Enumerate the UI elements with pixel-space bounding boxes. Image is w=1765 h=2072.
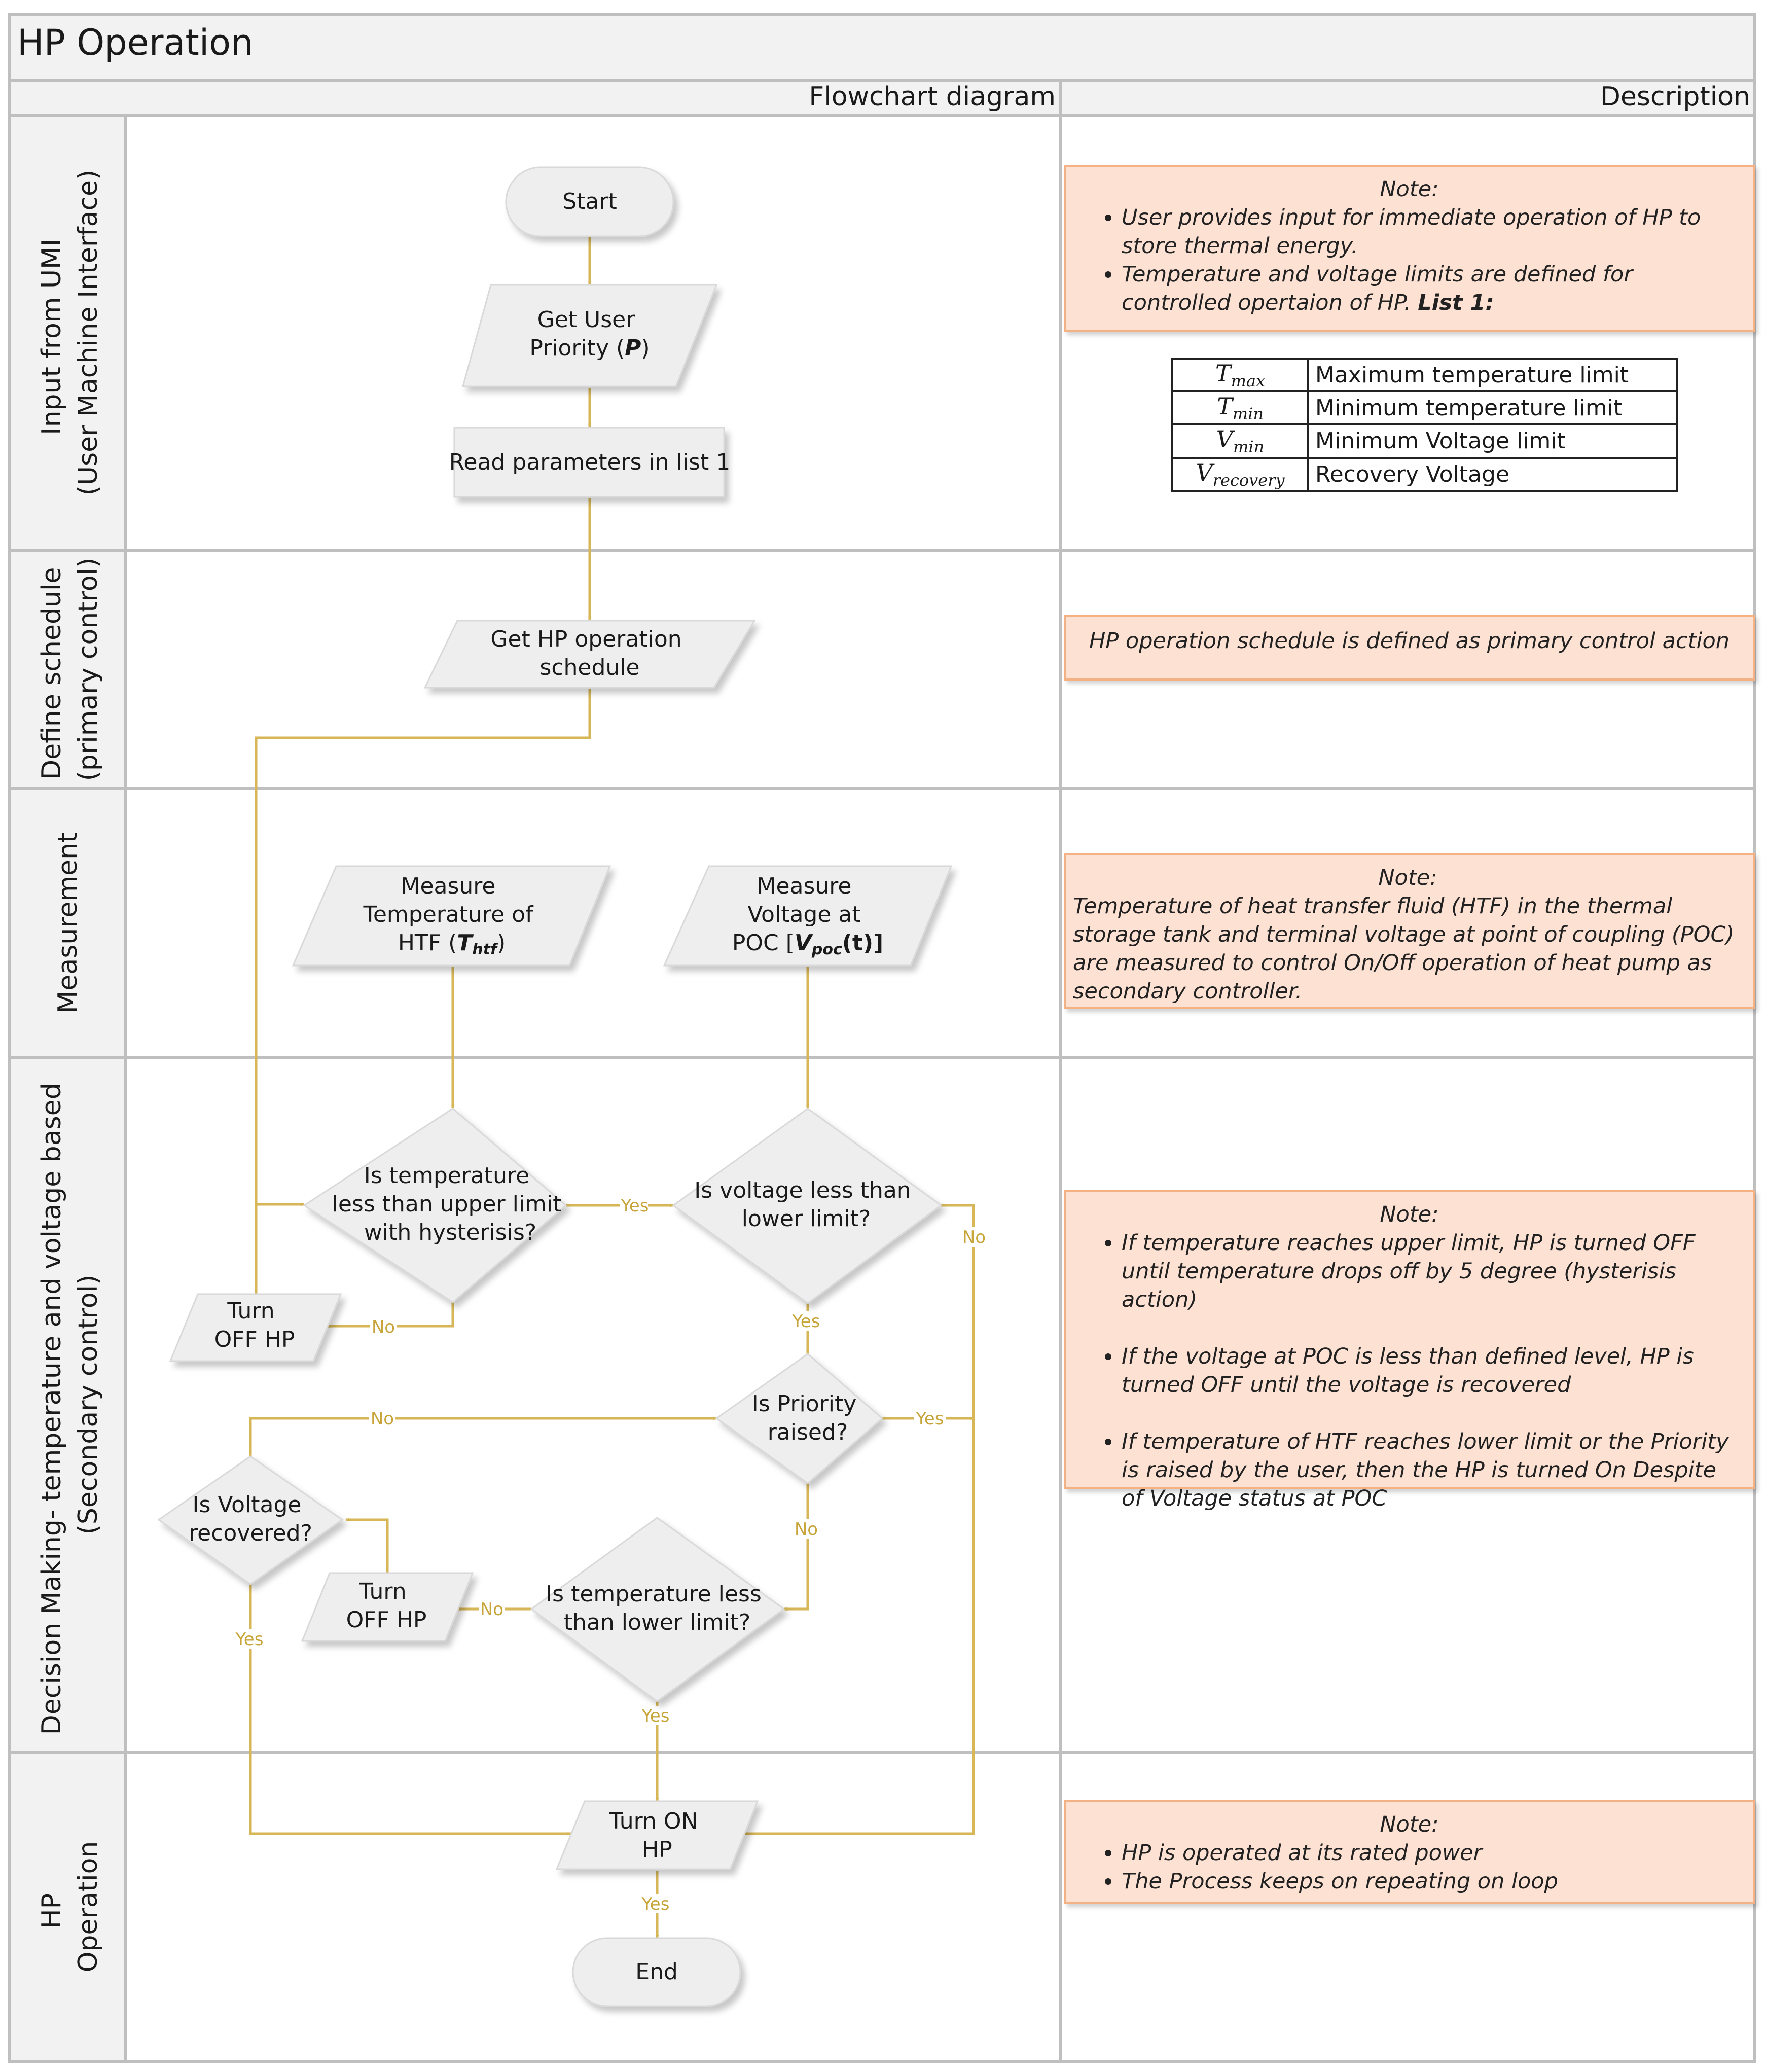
note-schedule: HP operation schedule is defined as prim… <box>1064 615 1755 681</box>
label-no-voltrec: No <box>371 1409 394 1429</box>
measure-temp-parallelogram <box>292 865 611 967</box>
label-yes-templower: Yes <box>641 1706 670 1726</box>
label-yes-voltlower: Yes <box>792 1311 820 1332</box>
lane-dividers <box>9 80 1755 2062</box>
decision-volt-lower-label: Is voltage less than lower limit? <box>694 1177 918 1232</box>
note-decision-heading: Note: <box>1380 1202 1439 1227</box>
list-description: Maximum temperature limit <box>1307 357 1678 393</box>
lane-label-schedule: Define schedule (primary control) <box>37 558 103 781</box>
turn-on-parallelogram <box>555 1800 759 1870</box>
note-input-heading: Note: <box>1380 176 1439 202</box>
edge-tempupper-no <box>327 1302 454 1328</box>
list-symbol: Tmax <box>1171 357 1309 393</box>
edge-voltrec-no <box>249 1416 717 1463</box>
end-label: End <box>635 1959 678 1985</box>
note-operation: Note: HP is operated at its rated power … <box>1064 1800 1755 1904</box>
measure-volt-label: Measure Voltage at POC [Vpoc(t)] <box>732 873 883 958</box>
turn-off-2-parallelogram <box>301 1572 474 1642</box>
decision-temp-lower-label: Is temperature less than lower limit? <box>546 1581 769 1635</box>
note-operation-bullet-1: HP is operated at its rated power <box>1122 1839 1743 1867</box>
read-params-label: Read parameters in list 1 <box>449 449 730 475</box>
lane-label-input: Input from UMI (User Machine Interface) <box>37 170 103 496</box>
decision-priority-label: Is Priority raised? <box>752 1391 864 1445</box>
note-input-bullet-2: Temperature and voltage limits are defin… <box>1122 260 1743 317</box>
decision-volt-recovered-label: Is Voltage recovered? <box>189 1492 312 1546</box>
list-symbol: Vrecovery <box>1171 456 1309 492</box>
page-title: HP Operation <box>17 22 253 63</box>
list-description: Minimum temperature limit <box>1307 390 1678 426</box>
list-row: Vmin Minimum Voltage limit <box>1171 423 1678 459</box>
list-row: Vrecovery Recovery Voltage <box>1171 456 1678 492</box>
note-operation-bullet-2: The Process keeps on repeating on loop <box>1122 1867 1743 1896</box>
label-no-voltlower: No <box>962 1227 986 1247</box>
schedule-parallelogram <box>423 620 756 689</box>
lane-label-decision: Decision Making- temperature and voltage… <box>37 1075 103 1735</box>
note-decision-bullet-1: If temperature reaches upper limit, HP i… <box>1122 1229 1743 1314</box>
label-no-tempupper: No <box>372 1317 395 1337</box>
label-yes-turnon: Yes <box>641 1894 670 1914</box>
read-params-process <box>453 427 725 498</box>
list-1-table: Tmax Maximum temperature limit Tmin Mini… <box>1171 357 1678 492</box>
get-priority-label: Get User Priority (P) <box>529 307 650 361</box>
note-decision-bullet-2: If the voltage at POC is less than defin… <box>1122 1342 1743 1399</box>
edge-turnoff2-up <box>345 1518 389 1573</box>
start-label: Start <box>562 189 617 215</box>
lane-label-column <box>8 114 127 2063</box>
list-description: Minimum Voltage limit <box>1307 423 1678 459</box>
decision-temp-upper-label: Is temperature less than upper limit wit… <box>332 1163 569 1245</box>
measure-temp-label: Measure Temperature of HTF (Thtf) <box>363 873 540 958</box>
end-terminator <box>572 1937 741 2007</box>
decision-volt-lower <box>672 1108 943 1304</box>
edge-schedule-loop <box>255 689 591 1206</box>
label-no-priority: No <box>795 1519 818 1540</box>
decision-priority <box>715 1353 884 1484</box>
note-decision: Note: If temperature reaches upper limit… <box>1064 1190 1755 1511</box>
list-row: Tmax Maximum temperature limit <box>1171 357 1678 393</box>
flowchart-column-header: Flowchart diagram <box>809 82 1056 112</box>
decision-temp-upper <box>303 1108 567 1303</box>
get-priority-parallelogram <box>462 284 718 387</box>
note-measurement: Note: Temperature of heat transfer fluid… <box>1064 853 1755 1009</box>
edge-voltlower-no <box>743 1204 975 1836</box>
turn-off-1-label: Turn OFF HP <box>214 1298 295 1352</box>
note-input: Note: User provides input for immediate … <box>1064 165 1755 332</box>
title-bar <box>8 13 1756 82</box>
label-yes-voltrec: Yes <box>235 1629 264 1650</box>
lane-label-measurement: Measurement <box>53 833 83 1014</box>
swimlane-frame <box>8 13 1756 2063</box>
turn-off-1-parallelogram <box>169 1293 342 1362</box>
list-symbol: Tmin <box>1171 390 1309 426</box>
list-symbol: Vmin <box>1171 423 1309 459</box>
note-input-bullet-1: User provides input for immediate operat… <box>1122 203 1743 260</box>
note-decision-bullet-3: If temperature of HTF reaches lower limi… <box>1122 1427 1743 1513</box>
note-schedule-text: HP operation schedule is defined as prim… <box>1089 628 1730 654</box>
turn-off-2-label: Turn OFF HP <box>346 1579 427 1633</box>
list-description: Recovery Voltage <box>1307 456 1678 492</box>
note-measurement-text: Temperature of heat transfer fluid (HTF)… <box>1073 894 1735 1004</box>
measure-volt-parallelogram <box>663 865 953 967</box>
column-header-bar <box>8 79 1756 117</box>
label-yes-priority: Yes <box>916 1409 944 1429</box>
start-terminator <box>505 166 674 237</box>
turn-on-label: Turn ON HP <box>609 1808 705 1863</box>
list-row: Tmin Minimum temperature limit <box>1171 390 1678 426</box>
description-column-header: Description <box>1600 82 1750 112</box>
note-operation-heading: Note: <box>1380 1812 1439 1837</box>
edge-voltrec-yes <box>249 1584 571 1836</box>
label-no-templower: No <box>480 1599 503 1620</box>
schedule-label: Get HP operation schedule <box>490 626 689 681</box>
decision-volt-recovered <box>157 1455 344 1585</box>
note-measurement-heading: Note: <box>1378 865 1437 890</box>
lane-label-operation: HP Operation <box>37 1841 103 1973</box>
decision-temp-lower <box>530 1517 785 1702</box>
label-yes-tempupper: Yes <box>621 1196 649 1216</box>
